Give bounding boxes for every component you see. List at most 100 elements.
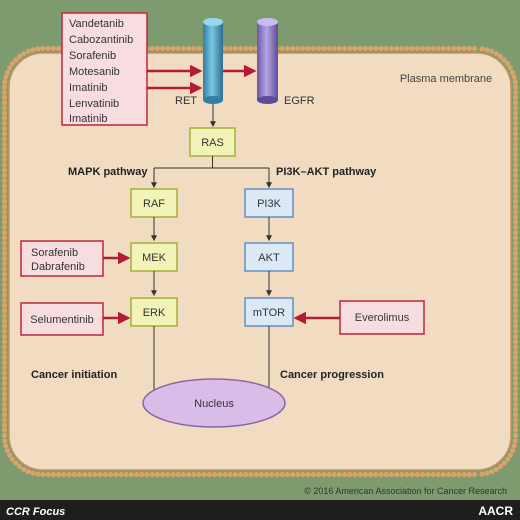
membrane-lipid-dot bbox=[4, 448, 10, 454]
membrane-lipid-dot bbox=[1, 302, 8, 308]
membrane-lipid-dot bbox=[394, 471, 400, 478]
membrane-lipid-dot bbox=[180, 471, 186, 478]
membrane-lipid-dot bbox=[40, 471, 46, 478]
membrane-lipid-dot bbox=[144, 471, 150, 478]
membrane-lipid-dot bbox=[512, 401, 519, 407]
receptor-inhibitors-box bbox=[61, 12, 148, 126]
membrane-lipid-dot bbox=[1, 349, 8, 355]
membrane-lipid-dot bbox=[284, 471, 290, 478]
membrane-lipid-dot bbox=[352, 45, 358, 52]
membrane-lipid-dot bbox=[420, 471, 426, 478]
raf-label: RAF bbox=[143, 198, 165, 210]
membrane-lipid-dot bbox=[118, 471, 124, 478]
footer-bar bbox=[0, 500, 520, 520]
membrane-lipid-dot bbox=[512, 209, 519, 215]
membrane-lipid-dot bbox=[512, 406, 519, 412]
membrane-lipid-dot bbox=[501, 460, 507, 466]
membrane-lipid-dot bbox=[378, 45, 384, 52]
mtor-label: mTOR bbox=[253, 307, 285, 319]
membrane-lipid-dot bbox=[512, 256, 519, 262]
membrane-lipid-dot bbox=[248, 45, 254, 52]
membrane-lipid-dot bbox=[404, 45, 410, 52]
membrane-lipid-dot bbox=[1, 167, 8, 173]
pi3k-node bbox=[244, 188, 294, 218]
membrane-lipid-dot bbox=[512, 417, 519, 423]
membrane-lipid-dot bbox=[383, 45, 389, 52]
membrane-lipid-dot bbox=[352, 471, 358, 478]
membrane-lipid-dot bbox=[30, 47, 36, 53]
cancer-progression-label: Cancer progression bbox=[280, 369, 384, 381]
membrane-lipid-dot bbox=[511, 443, 517, 449]
membrane-lipid-dot bbox=[512, 214, 519, 220]
membrane-lipid-dot bbox=[512, 131, 519, 137]
membrane-lipid-dot bbox=[56, 471, 62, 478]
membrane-lipid-dot bbox=[1, 401, 8, 407]
membrane-lipid-dot bbox=[149, 45, 155, 52]
membrane-lipid-dot bbox=[512, 230, 519, 236]
membrane-lipid-dot bbox=[186, 45, 192, 52]
membrane-lipid-dot bbox=[1, 313, 8, 319]
membrane-lipid-dot bbox=[165, 471, 171, 478]
membrane-lipid-dot bbox=[461, 45, 467, 52]
membrane-lipid-dot bbox=[201, 471, 207, 478]
drug-imatinib-2: Imatinib bbox=[69, 113, 108, 125]
membrane-lipid-dot bbox=[1, 422, 8, 428]
membrane-lipid-dot bbox=[336, 45, 342, 52]
membrane-lipid-dot bbox=[310, 471, 316, 478]
membrane-lipid-dot bbox=[4, 69, 10, 75]
membrane-lipid-dot bbox=[378, 471, 384, 478]
membrane-lipid-dot bbox=[435, 45, 441, 52]
drug-motesanib: Motesanib bbox=[69, 66, 120, 78]
pi3k-label: PI3K bbox=[257, 198, 282, 210]
membrane-lipid-dot bbox=[1, 271, 8, 277]
membrane-lipid-dot bbox=[1, 334, 8, 340]
membrane-lipid-dot bbox=[1, 193, 8, 199]
membrane-lipid-dot bbox=[446, 45, 452, 52]
membrane-lipid-dot bbox=[512, 365, 519, 371]
membrane-lipid-dot bbox=[394, 45, 400, 52]
erk-node bbox=[130, 297, 178, 327]
membrane-lipid-dot bbox=[160, 45, 166, 52]
membrane-lipid-dot bbox=[461, 471, 467, 478]
membrane-lipid-dot bbox=[512, 297, 519, 303]
membrane-lipid-dot bbox=[512, 427, 519, 433]
membrane-lipid-dot bbox=[305, 45, 311, 52]
membrane-lipid-dot bbox=[13, 460, 19, 466]
membrane-lipid-dot bbox=[300, 45, 306, 52]
membrane-lipid-dot bbox=[1, 287, 8, 293]
membrane-lipid-dot bbox=[512, 141, 519, 147]
membrane-lipid-dot bbox=[509, 448, 516, 454]
membrane-lipid-dot bbox=[1, 276, 8, 282]
membrane-lipid-dot bbox=[1, 94, 8, 100]
membrane-lipid-dot bbox=[512, 328, 519, 334]
membrane-lipid-dot bbox=[9, 61, 16, 67]
membrane-lipid-dot bbox=[154, 471, 160, 478]
membrane-lipid-dot bbox=[196, 471, 202, 478]
membrane-lipid-dot bbox=[128, 471, 134, 478]
membrane-lipid-dot bbox=[1, 406, 8, 412]
membrane-lipid-dot bbox=[45, 45, 51, 52]
membrane-lipid-dot bbox=[1, 235, 8, 241]
membrane-lipid-dot bbox=[3, 74, 9, 80]
membrane-lipid-dot bbox=[1, 292, 8, 298]
membrane-lipid-dot bbox=[232, 471, 238, 478]
membrane-lipid-dot bbox=[243, 45, 249, 52]
drug-everolimus: Everolimus bbox=[355, 312, 410, 324]
erk-label: ERK bbox=[143, 307, 166, 319]
membrane-lipid-dot bbox=[1, 100, 8, 106]
membrane-lipid-dot bbox=[1, 183, 8, 189]
membrane-lipid-dot bbox=[435, 471, 441, 478]
membrane-lipid-dot bbox=[404, 471, 410, 478]
membrane-lipid-dot bbox=[290, 45, 296, 52]
membrane-lipid-dot bbox=[373, 45, 379, 52]
membrane-lipid-dot bbox=[1, 386, 8, 392]
membrane-lipid-dot bbox=[279, 45, 285, 52]
membrane-lipid-dot bbox=[1, 240, 8, 246]
akt-node bbox=[244, 242, 294, 272]
membrane-lipid-dot bbox=[21, 51, 27, 57]
membrane-lipid-dot bbox=[1, 110, 8, 116]
plasma-membrane-label: Plasma membrane bbox=[400, 73, 492, 85]
membrane-lipid-dot bbox=[484, 47, 490, 53]
egfr-receptor bbox=[257, 18, 278, 104]
membrane-lipid-dot bbox=[1, 375, 8, 381]
